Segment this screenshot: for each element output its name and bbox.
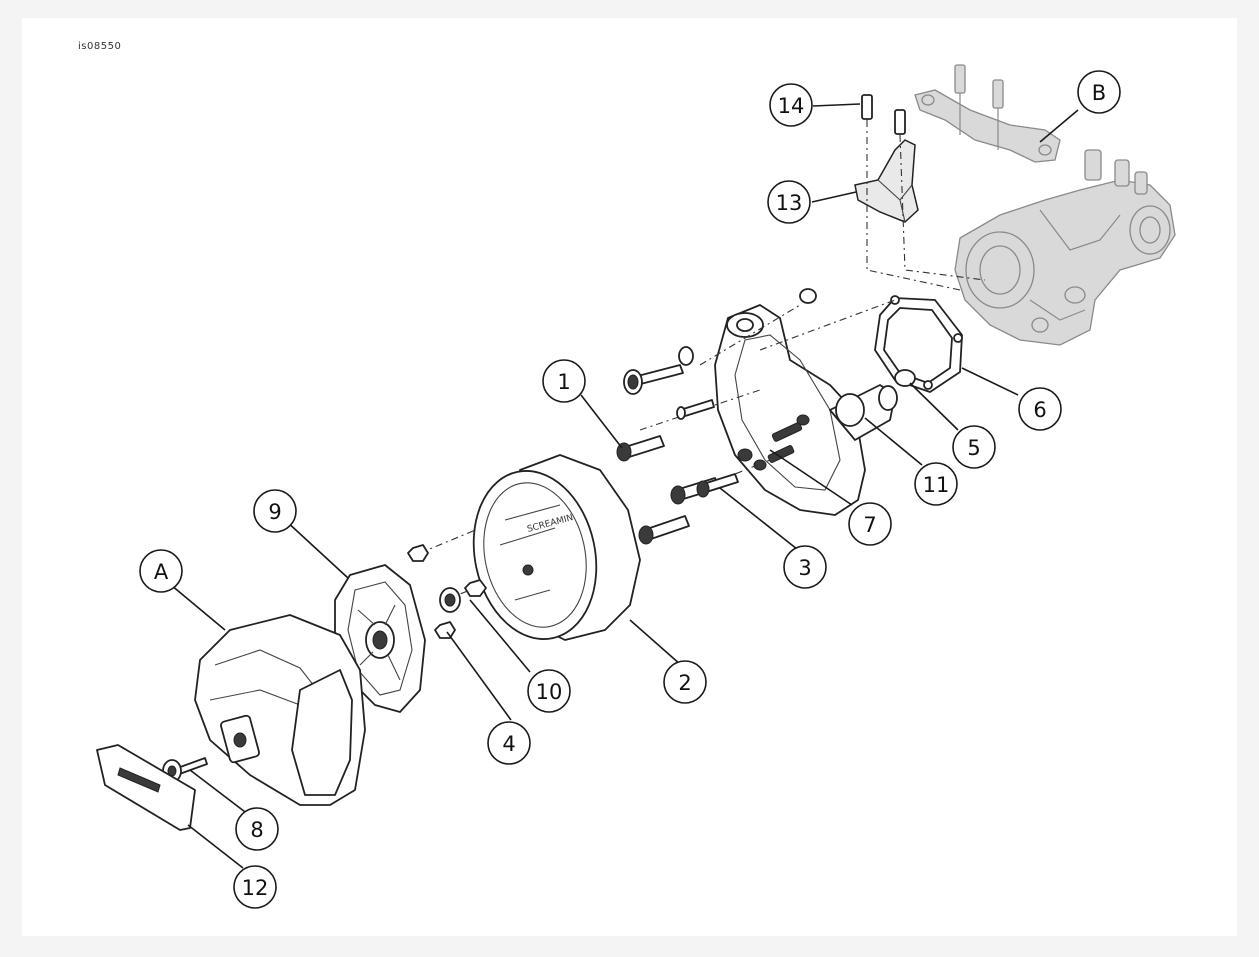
figure-id: is08550 <box>78 41 122 52</box>
stud-1 <box>616 435 665 462</box>
studs-3 <box>638 473 739 545</box>
long-bolt <box>623 346 694 395</box>
callout-1: 1 <box>542 359 586 403</box>
o-ring-top <box>799 288 817 304</box>
callout-4-label: 4 <box>502 732 515 756</box>
callout-a-label: A <box>154 560 169 584</box>
callout-13: 13 <box>767 180 811 224</box>
callout-10: 10 <box>527 669 571 713</box>
leader-lines <box>170 103 1079 869</box>
callout-5: 5 <box>952 425 996 469</box>
callout-2-label: 2 <box>678 671 691 695</box>
diagram-sheet <box>22 18 1237 936</box>
air-filter-element-2: SCREAMIN <box>472 454 641 641</box>
gasket-6 <box>874 295 963 393</box>
callout-8: 8 <box>235 807 279 851</box>
callout-14-label: 14 <box>778 94 805 118</box>
cover-a <box>194 614 366 806</box>
bracket-b <box>914 64 1061 163</box>
callout-5-label: 5 <box>967 436 980 460</box>
callout-14: 14 <box>769 83 813 127</box>
o-ring-5 <box>894 369 916 387</box>
callout-1-label: 1 <box>557 370 570 394</box>
callout-6: 6 <box>1018 387 1062 431</box>
callout-4: 4 <box>487 721 531 765</box>
callout-13-label: 13 <box>776 191 803 215</box>
callout-7: 7 <box>848 502 892 546</box>
callout-3: 3 <box>783 545 827 589</box>
badge-12 <box>96 744 196 831</box>
callout-12: 12 <box>233 865 277 909</box>
callout-9: 9 <box>253 489 297 533</box>
callout-2: 2 <box>663 660 707 704</box>
callout-3-label: 3 <box>798 556 811 580</box>
backplate-11 <box>714 304 898 516</box>
callout-7-label: 7 <box>863 513 876 537</box>
callout-b: B <box>1077 70 1121 114</box>
screw-row <box>676 399 715 420</box>
nuts-and-washers <box>407 544 487 639</box>
callout-9-label: 9 <box>268 500 281 524</box>
bracket-13 <box>854 94 986 291</box>
callout-11-label: 11 <box>923 473 950 497</box>
callout-b-label: B <box>1092 81 1106 105</box>
callout-11: 11 <box>914 462 958 506</box>
throttle-body-assembly <box>954 149 1176 346</box>
callout-a: A <box>139 549 183 593</box>
callout-6-label: 6 <box>1033 398 1046 422</box>
callout-12-label: 12 <box>242 876 269 900</box>
callout-10-label: 10 <box>536 680 563 704</box>
callout-8-label: 8 <box>250 818 263 842</box>
